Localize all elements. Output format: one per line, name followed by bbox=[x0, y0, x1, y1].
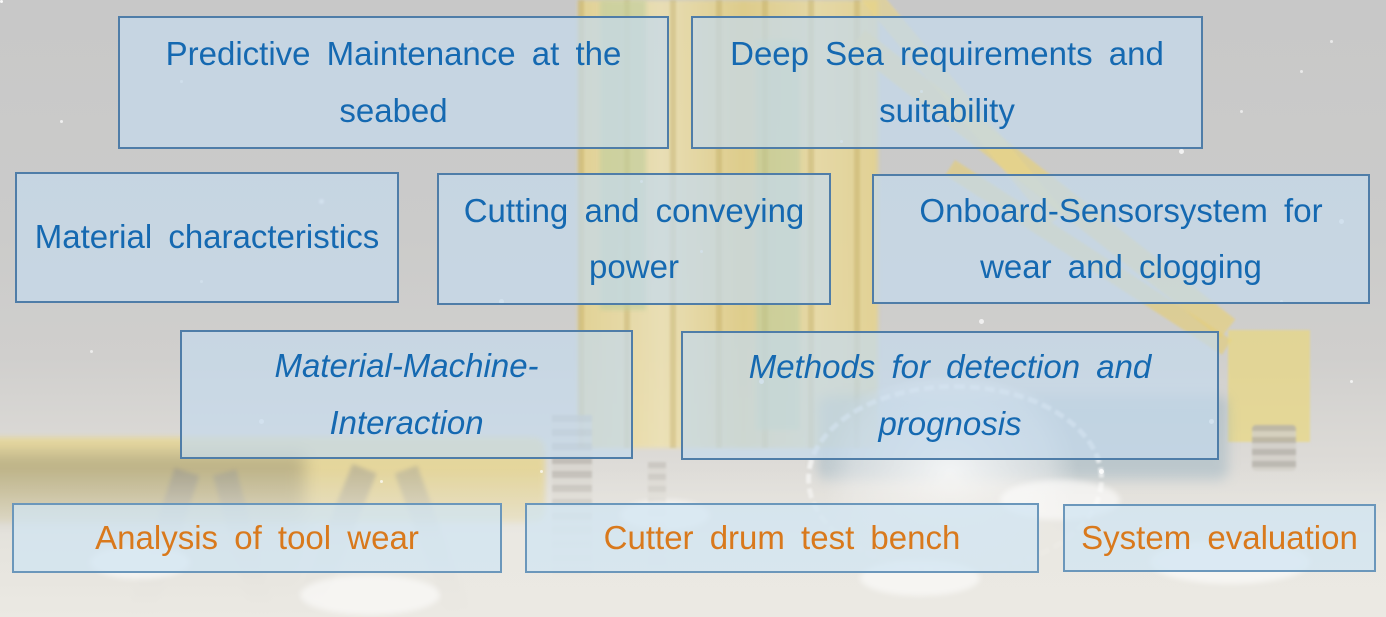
box-analysis-tool-wear: Analysis of tool wear bbox=[12, 503, 502, 573]
box-system-evaluation: System evaluation bbox=[1063, 504, 1376, 572]
box-cutting-conveying-power: Cutting and conveying power bbox=[437, 173, 831, 305]
machine-right-foot-shape bbox=[1252, 425, 1296, 471]
box-cutter-drum-test-bench: Cutter drum test bench bbox=[525, 503, 1039, 573]
box-onboard-sensorsystem: Onboard-Sensorsystem for wear and cloggi… bbox=[872, 174, 1370, 304]
box-material-characteristics: Material characteristics bbox=[15, 172, 399, 303]
seabed-sediment-shape bbox=[300, 575, 440, 615]
box-material-machine-interaction: Material-Machine- Interaction bbox=[180, 330, 633, 459]
box-deep-sea-requirements: Deep Sea requirements and suitability bbox=[691, 16, 1203, 149]
marine-snow-particles bbox=[0, 0, 3, 3]
box-predictive-maintenance: Predictive Maintenance at the seabed bbox=[118, 16, 669, 149]
machine-right-leg-shape bbox=[1228, 330, 1310, 442]
box-methods-detection-prognosis: Methods for detection and prognosis bbox=[681, 331, 1219, 460]
